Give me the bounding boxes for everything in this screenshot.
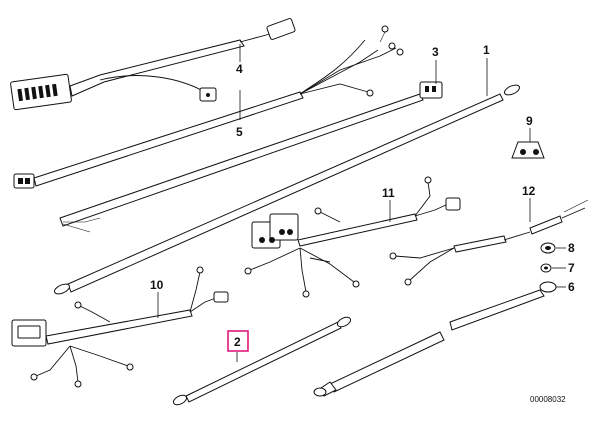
catalog-number: 00008032 (530, 395, 566, 404)
callout-12: 12 (522, 184, 536, 198)
callout-8: 8 (568, 241, 575, 255)
callout-10: 10 (150, 278, 164, 292)
part-3-harness[interactable] (59, 81, 443, 233)
part-5-harness[interactable] (13, 25, 404, 189)
callout-2[interactable]: 2 (234, 335, 241, 349)
callout-4: 4 (236, 62, 243, 76)
part-8-nut[interactable] (540, 242, 556, 254)
part-4-harness[interactable] (10, 18, 296, 111)
part-9-grommet[interactable] (511, 141, 545, 159)
callout-7: 7 (568, 261, 575, 275)
part-11-harness[interactable] (244, 176, 461, 298)
callout-2-highlight-box (227, 330, 249, 352)
callout-6: 6 (568, 280, 575, 294)
callout-1: 1 (483, 43, 490, 57)
callout-9: 9 (526, 114, 533, 128)
part-1-cable[interactable] (53, 83, 521, 296)
part-2-cable[interactable] (172, 315, 352, 406)
callout-3: 3 (432, 45, 439, 59)
leader-lines (157, 44, 566, 362)
callout-11: 11 (382, 186, 395, 200)
callout-5: 5 (236, 125, 243, 139)
part-6-battery-cable[interactable] (313, 281, 557, 397)
part-12-cable[interactable] (389, 199, 589, 286)
part-7-washer[interactable] (540, 263, 552, 273)
part-10-harness[interactable] (11, 266, 229, 388)
